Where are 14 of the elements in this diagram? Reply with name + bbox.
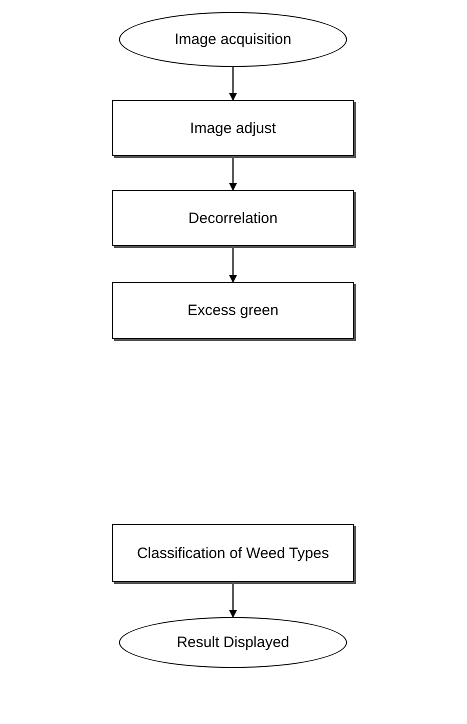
- arrow: [229, 156, 237, 191]
- node-label: Decorrelation: [187, 210, 279, 226]
- node-label: Image adjust: [189, 120, 277, 136]
- process-box: [112, 282, 354, 339]
- arrow: [229, 67, 237, 101]
- arrow: [229, 582, 237, 618]
- process-box: [112, 524, 354, 582]
- node-label: Classification of Weed Types: [136, 544, 330, 562]
- node-label: Image acquisition: [174, 31, 292, 48]
- node-label: Result Displayed: [176, 634, 290, 651]
- process-box: [112, 100, 354, 156]
- node-label: Excess green: [186, 302, 280, 319]
- process-box: [112, 190, 354, 246]
- arrow: [229, 246, 237, 283]
